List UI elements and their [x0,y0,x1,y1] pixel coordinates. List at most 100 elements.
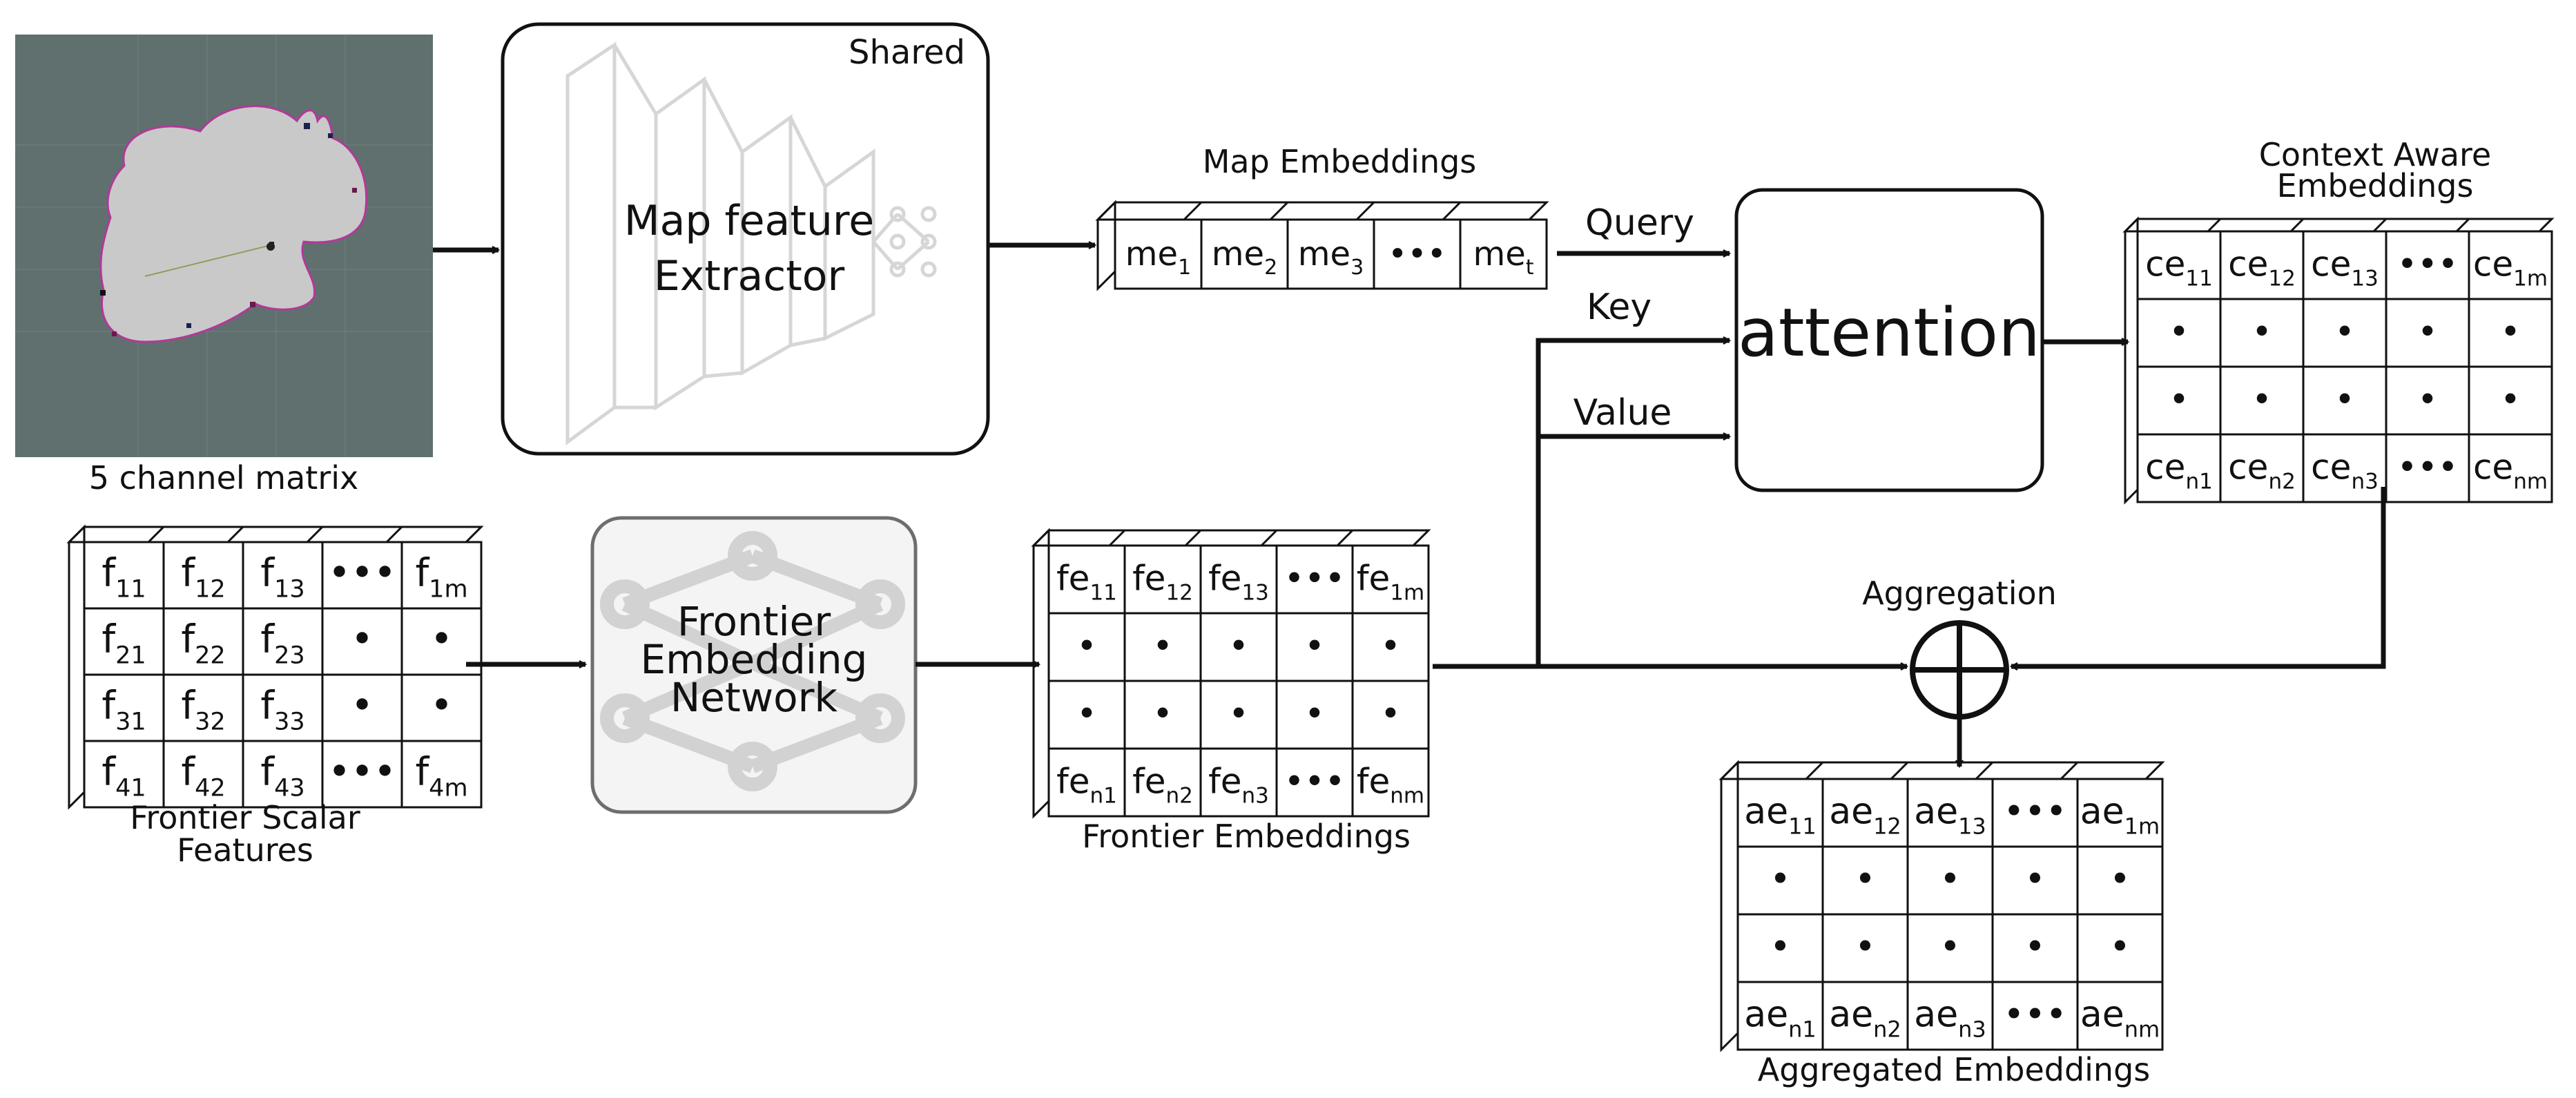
frontier-embedding-cell-2-4: • [1380,694,1401,734]
frontier-embedding-cell-0-1-sub: 12 [1165,581,1192,606]
context-embedding-cell-0-2-sub: 13 [2351,267,2378,291]
frontier-feature-side-face [68,524,86,810]
frontier-feature-cell-2-2: f33 [260,683,304,735]
context-embedding-cell-0-4: ce1m [2473,244,2548,291]
frontier-feature-cell-0-2: f13 [260,550,304,603]
frontier-embedding-cell-1-2: • [1228,626,1249,666]
aggregated-embedding-cell-0-3-base: ••• [2003,791,2066,833]
frontier-embedding-cell-0-0: fe11 [1056,559,1117,606]
map-embedding-cell-0-1: me2 [1212,235,1277,280]
map-embedding-cell-0-2: me3 [1298,235,1364,280]
network-label-line2: Embedding [641,636,868,683]
context-embedding-cell-1-0: • [2169,312,2189,352]
frontier-feature-cell-0-0: f11 [101,550,146,603]
frontier-embedding-cell-0-4: fe1m [1357,559,1424,606]
context-embedding-cell-0-0-base: ce [2145,244,2185,285]
frontier-feature-cell-2-0-base: f [101,683,116,728]
context-embedding-cell-3-4: cenm [2473,447,2548,494]
context-embedding-cell-3-0-base: ce [2145,447,2185,488]
context-embedding-cell-3-3: ••• [2397,447,2458,488]
context-embedding-cell-3-1-sub: n2 [2268,470,2295,494]
context-embedding-cell-0-1-base: ce [2228,244,2268,285]
frontier-feature-cell-2-3: • [351,683,374,728]
frontier-feature-cell-0-3-base: ••• [328,550,396,595]
aggregated-embedding-cell-2-1-base: • [1854,927,1876,968]
frontier-embedding-cell-3-4-sub: nm [1390,784,1424,809]
map-feature-extractor-block: Shared Map feature Extractor [501,22,990,456]
frontier-feature-cell-3-0: f41 [101,749,146,802]
context-embedding-cell-0-0: ce11 [2145,244,2213,291]
aggregated-embedding-cell-2-4: • [2109,927,2131,968]
cnn-ghost-layers [565,41,937,445]
context-embedding-cell-2-1: • [2251,380,2272,420]
aggregated-embedding-cell-1-3: • [2024,859,2046,900]
frontier-embedding-cell-3-1-base: fe [1132,762,1165,802]
aggregated-embedding-cell-3-4: aenm [2080,994,2160,1043]
context-embedding-cell-0-1: ce12 [2228,244,2296,291]
context-embedding-cell-3-4-sub: nm [2513,470,2548,494]
frontier-feature-cell-2-1: f32 [181,683,225,735]
aggregated-embedding-cell-1-4: • [2109,859,2131,900]
aggregation-label: Aggregation [1862,575,2057,612]
frontier-feature-cell-3-2-base: f [260,749,275,794]
frontier-feature-cell-1-1-sub: 22 [195,642,226,669]
frontier-embedding-cell-0-3: ••• [1284,559,1345,599]
frontier-embedding-cell-3-2-base: fe [1208,762,1241,802]
frontier-feature-cell-2-4-base: • [430,683,453,728]
map-embedding-cell-0-0-sub: 1 [1178,256,1191,280]
map-embedding-cell-0-2-sub: 3 [1350,256,1364,280]
frontier-feature-cell-3-4-base: f [415,749,429,794]
frontier-embedding-cell-3-1: fen2 [1132,762,1193,809]
aggregated-embedding-cell-0-3: ••• [2003,791,2066,833]
frontier-feature-cell-0-0-base: f [101,550,116,595]
frontier-feature-cell-0-1-base: f [181,550,195,595]
query-label: Query [1585,202,1694,244]
frontier-feature-cell-3-2: f43 [260,749,304,802]
aggregated-embedding-cell-0-4-base: ae [2080,791,2124,833]
context-embedding-cell-0-2-base: ce [2311,244,2351,285]
aggregated-embedding-cell-2-2: • [1939,927,1961,968]
frontier-embedding-cell-1-0-base: • [1076,626,1097,666]
map-embedding-cell-0-1-sub: 2 [1264,256,1277,280]
aggregated-embedding-cell-2-3: • [2024,927,2046,968]
frontier-embedding-cell-3-2-sub: n3 [1242,784,1269,809]
frontier-feature-top-face [66,526,484,543]
aggregated-embedding-cell-2-0: • [1770,927,1791,968]
context-embedding-cell-3-1: cen2 [2228,447,2296,494]
frontier-feature-cell-2-1-base: f [181,683,195,728]
frontier-embedding-cell-3-2: fen3 [1208,762,1269,809]
context-embedding-cell-1-1-base: • [2251,312,2272,352]
attention-block: attention [1734,188,2044,492]
frontier-feature-cell-1-2-base: f [260,617,275,662]
frontier-embedding-cell-0-0-base: fe [1056,559,1090,599]
map-embedding-cell-0-4-sub: t [1526,256,1534,280]
frontier-embedding-cell-0-4-sub: 1m [1390,581,1424,606]
frontier-feature-cell-1-0-base: f [101,617,116,662]
frontier-embedding-cell-1-2-base: • [1228,626,1249,666]
frontier-feature-cell-0-2-sub: 13 [274,575,305,603]
aggregated-embedding-side-face [1720,760,1739,1052]
frontier-embedding-top-face [1031,529,1431,547]
frontier-embedding-cell-3-0-base: fe [1056,762,1090,802]
frontier-feature-cell-0-4-sub: 1m [429,575,467,603]
context-embedding-cell-2-0: • [2169,380,2189,420]
frontier-network-block: Frontier Embedding Network [590,516,918,814]
context-embedding-cell-0-0-sub: 11 [2185,267,2212,291]
context-embedding-cell-2-2-base: • [2334,380,2355,420]
frontier-feature-cell-3-0-sub: 41 [115,774,146,802]
aggregated-embedding-cell-3-2: aen3 [1914,994,1986,1043]
aggregated-embedding-cell-0-0-sub: 11 [1788,813,1817,840]
aggregated-embedding-cell-3-1: aen2 [1829,994,1901,1043]
frontier-feature-cell-1-4: • [430,617,453,662]
context-embedding-cell-1-2-base: • [2334,312,2355,352]
context-embeddings-title-line2: Embeddings [2277,167,2474,204]
frontier-embedding-cell-2-2-base: • [1228,694,1249,734]
aggregated-embedding-cell-1-0-base: • [1770,859,1791,900]
frontier-feature-cell-0-4: f1m [415,550,467,603]
aggregated-embedding-cell-3-0: aen1 [1744,994,1817,1043]
aggregated-embedding-cell-2-4-base: • [2109,927,2131,968]
